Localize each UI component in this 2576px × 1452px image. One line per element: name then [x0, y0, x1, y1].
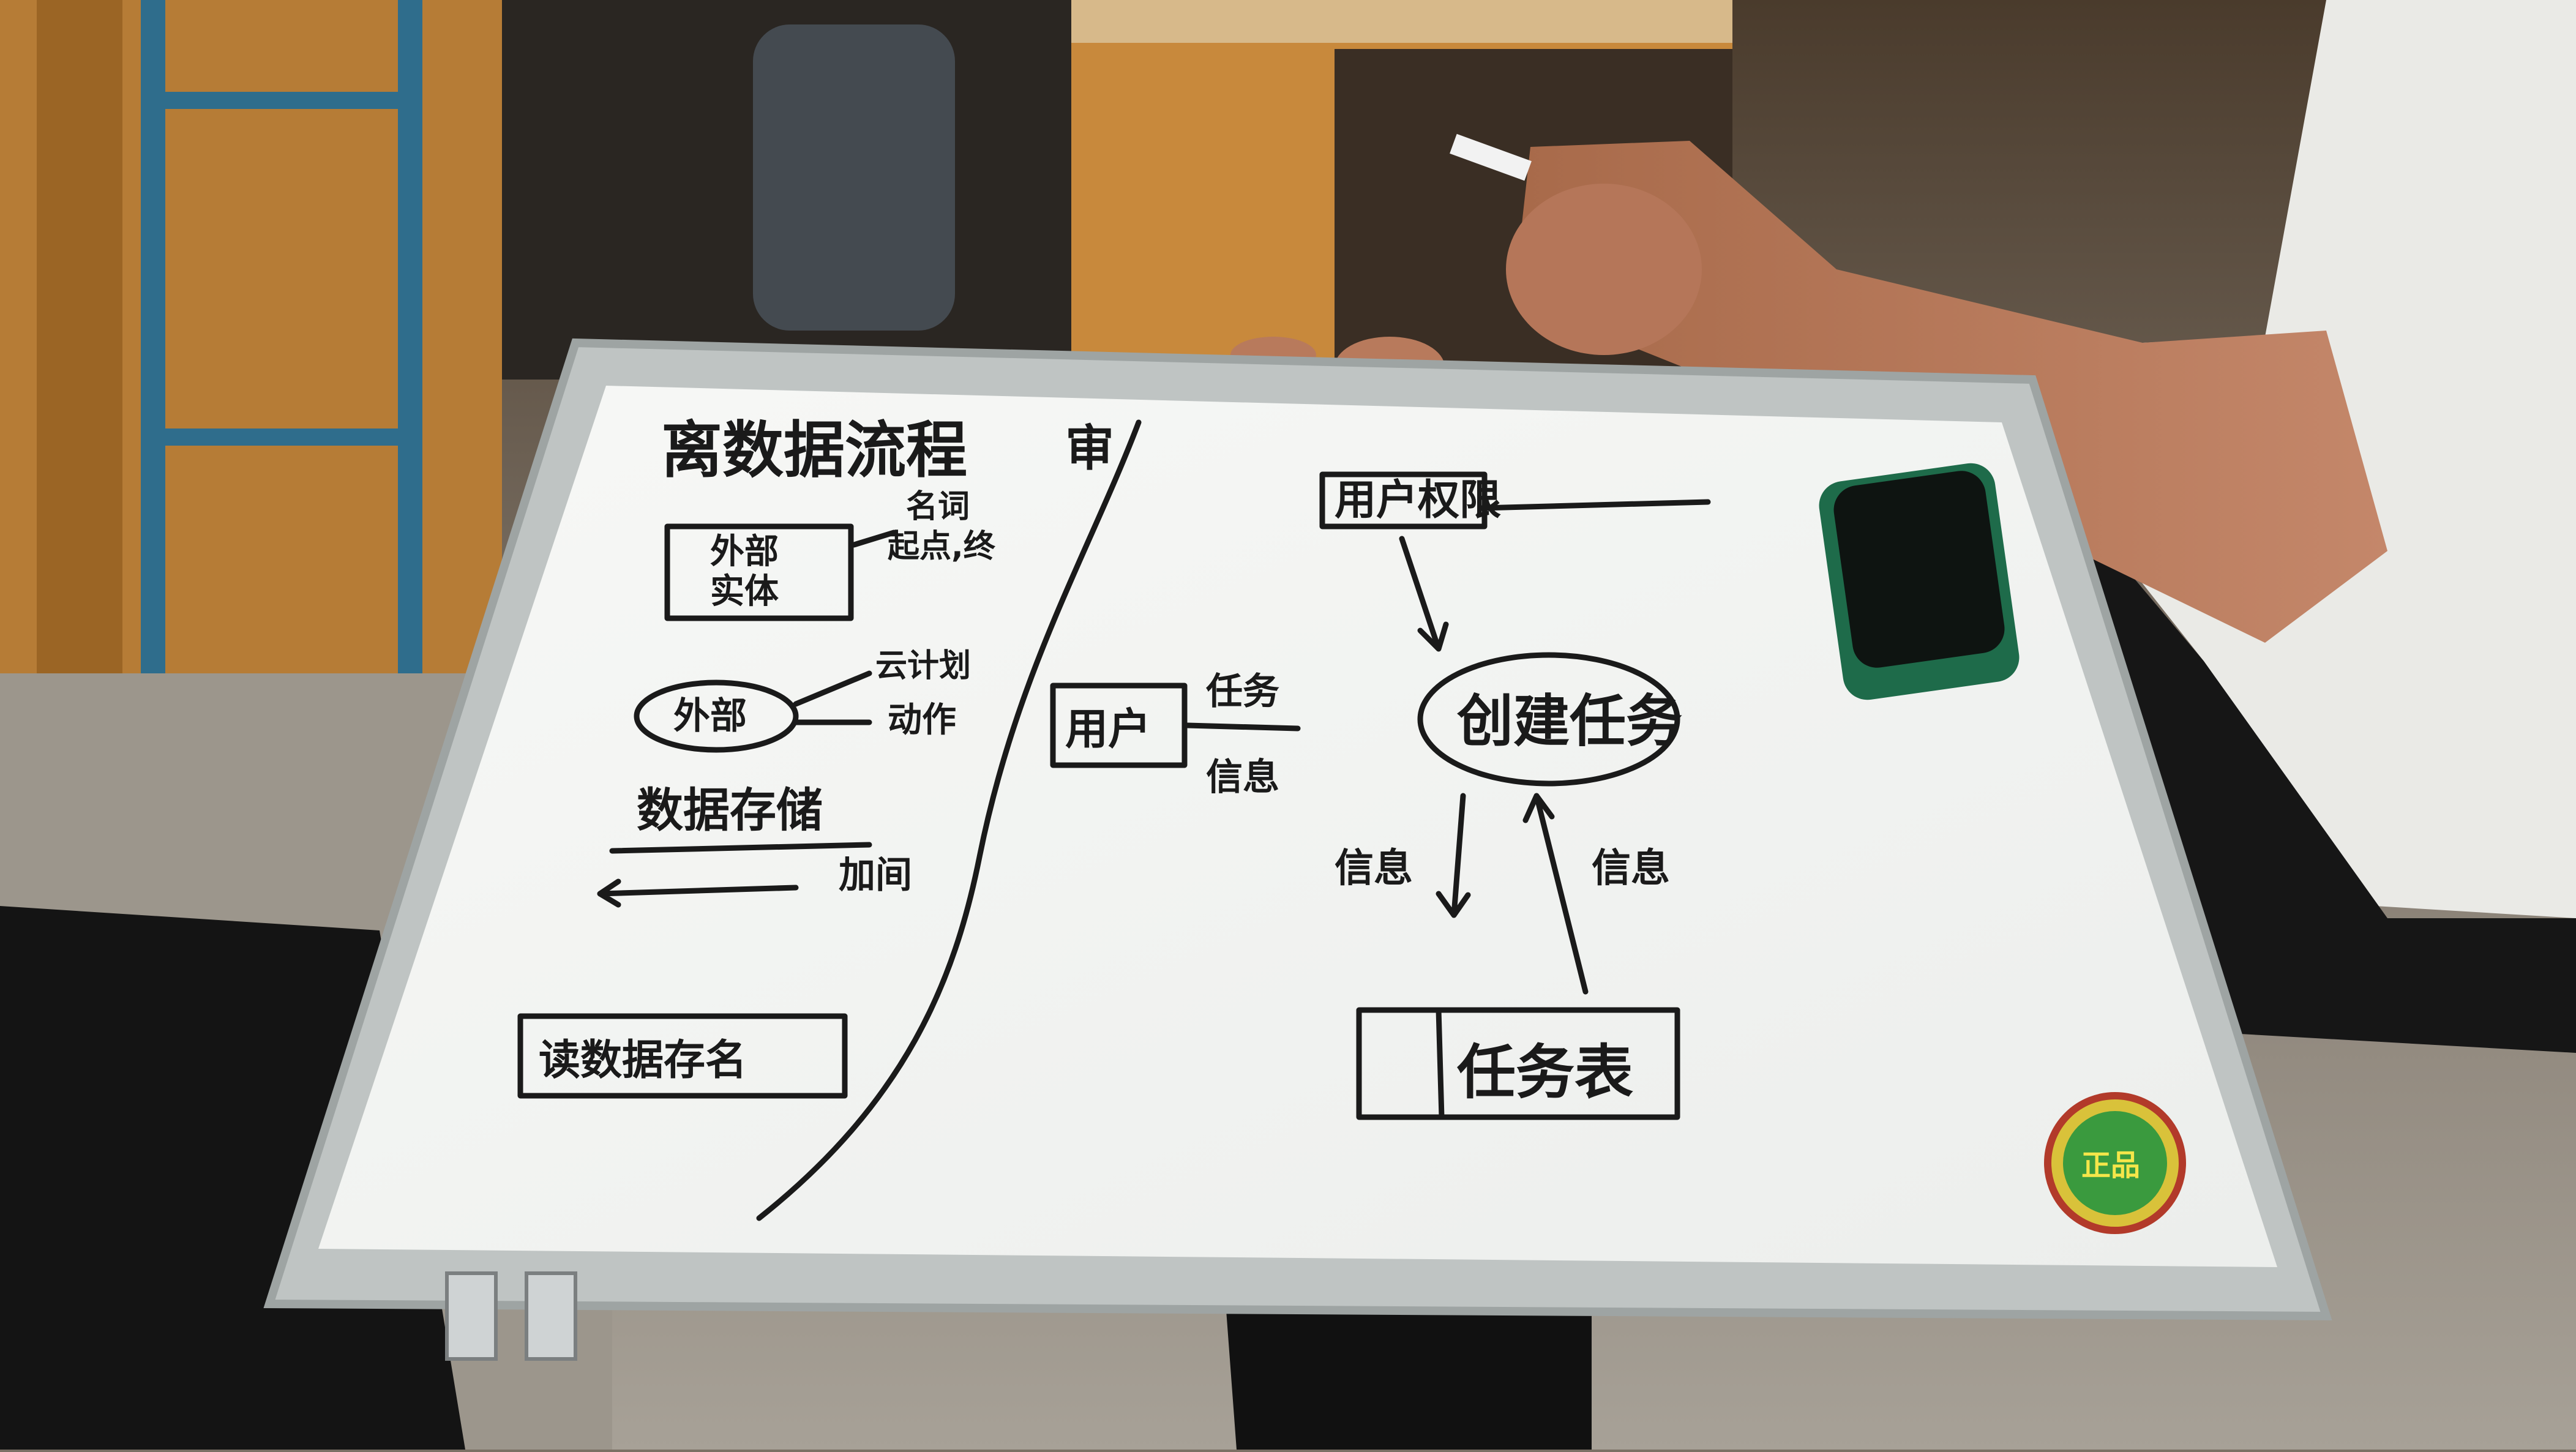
brand-sticker: 正品: [2044, 1092, 2186, 1234]
arrow-up-info: [1522, 793, 1589, 995]
bottom-left-box-label: 读数据存名: [539, 1036, 747, 1085]
whiteboard-surface: [318, 386, 2277, 1267]
left-title: 离数据流程: [661, 414, 967, 486]
down-arrow-label: 信息: [1335, 846, 1413, 891]
left-title-suffix: 审: [1065, 420, 1114, 477]
bag: [753, 24, 955, 331]
underline: [609, 842, 872, 854]
underline: [1478, 499, 1711, 511]
left-arrow-top-label: 任务: [1206, 670, 1279, 713]
oval-note2: 动作: [888, 700, 956, 740]
bottom-left-box: [517, 1013, 848, 1099]
left-arrow-bottom-label: 信息: [1206, 756, 1279, 799]
box1-line2: 实体: [710, 572, 779, 612]
oval-external: [634, 679, 799, 753]
oval-label: 外部: [673, 695, 747, 738]
box-divider: [1436, 1007, 1445, 1120]
shelf-top: [1071, 0, 1732, 43]
connector: [793, 670, 872, 707]
marker: [1450, 133, 1532, 181]
oval-create-task: [1417, 652, 1680, 787]
ladder-rung: [141, 428, 422, 446]
cabinet-edge: [37, 0, 122, 673]
left-box-label: 用户: [1065, 704, 1151, 754]
box-task-table: [1356, 1007, 1680, 1120]
ladder-rail-right: [398, 0, 422, 765]
arrow-user-task: [1185, 722, 1301, 732]
box1-note2: 起点,终: [888, 528, 996, 565]
connector: [851, 530, 897, 548]
arrow-left: [597, 878, 799, 908]
box-user-permission: [1319, 471, 1488, 530]
pants-bottom: [1224, 1285, 1592, 1450]
board-clip: [445, 1271, 498, 1361]
box1-note1: 名词: [906, 488, 970, 525]
oval-note1: 云计划: [875, 648, 971, 684]
top-box-label: 用户权限: [1335, 476, 1501, 525]
bottom-box-label: 任务表: [1457, 1038, 1633, 1107]
sticker-text: 正品: [2081, 1148, 2140, 1183]
box-external-entity: [664, 523, 854, 621]
arrow-down-to-task: [1399, 536, 1449, 652]
box-user: [1050, 683, 1188, 768]
center-oval-label: 创建任务: [1456, 689, 1682, 754]
divider-line: [756, 419, 1142, 1221]
board-clip: [525, 1271, 577, 1361]
up-arrow-label: 信息: [1592, 846, 1670, 891]
eraser: [1819, 463, 2020, 700]
store-label: 数据存储: [637, 783, 823, 837]
box1-line1: 外部: [710, 532, 779, 572]
store-note: 加间: [839, 854, 912, 897]
arrow-down-info: [1436, 793, 1471, 918]
ladder-rung: [141, 92, 422, 109]
hand: [1506, 184, 1702, 355]
